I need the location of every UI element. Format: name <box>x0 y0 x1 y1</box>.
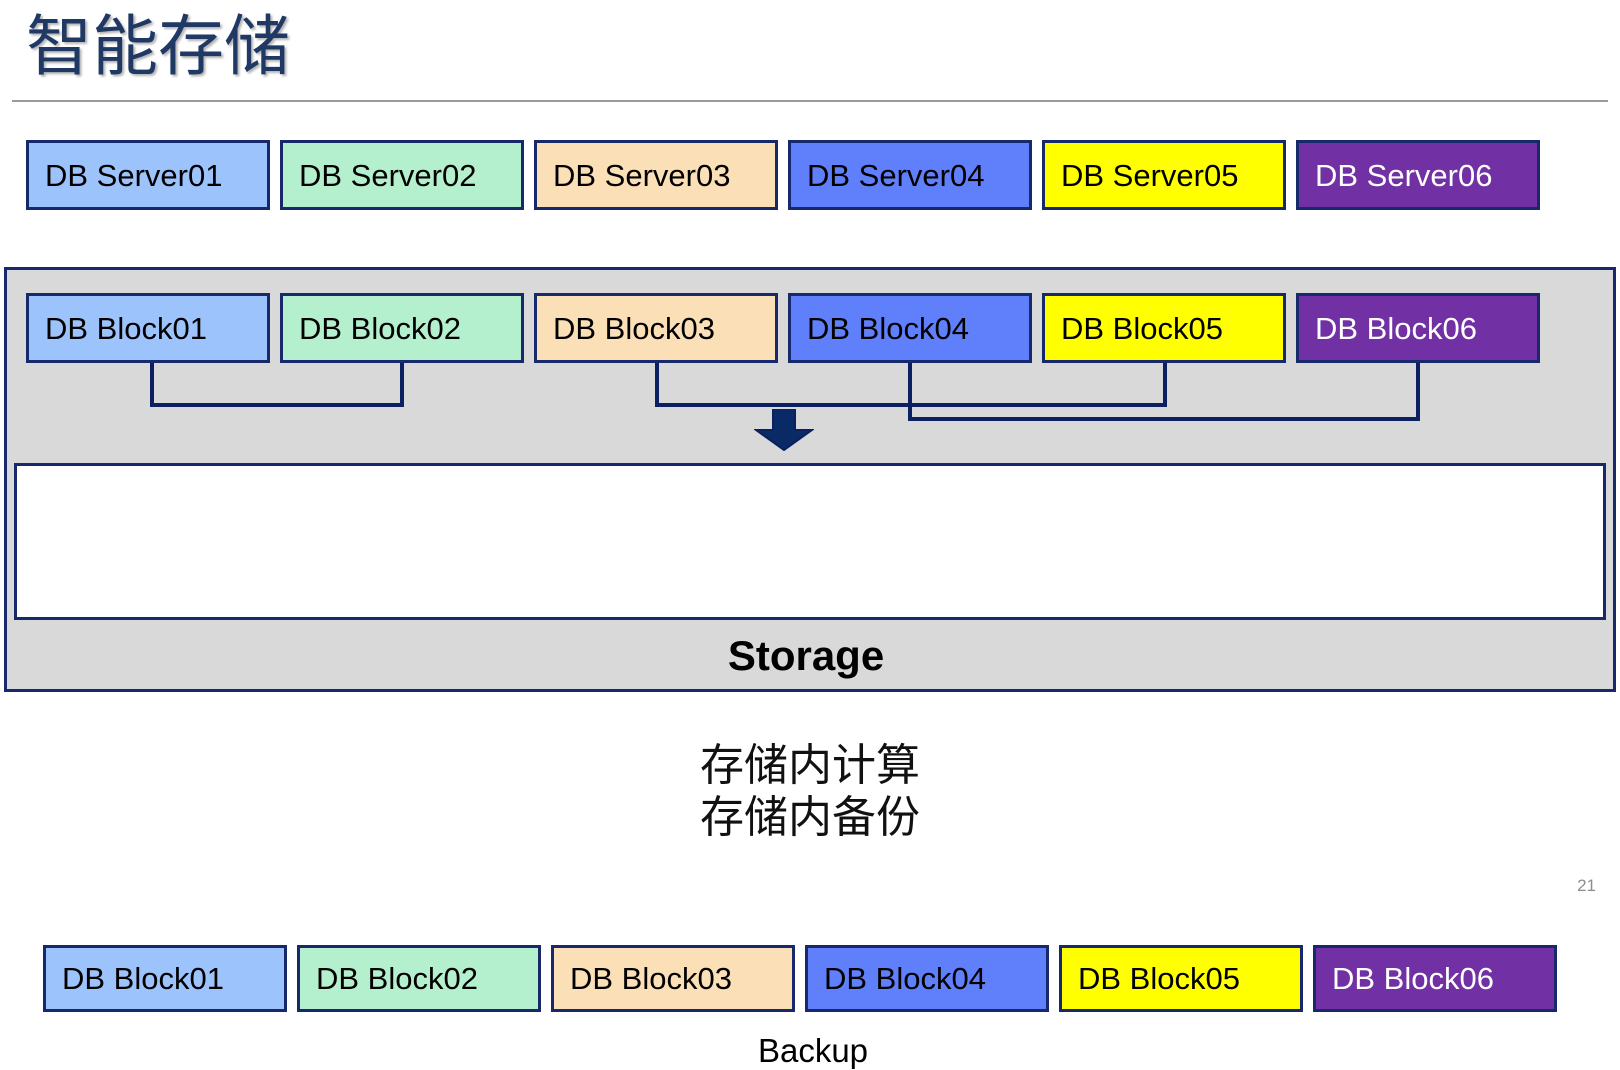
db-block-primary-04[interactable]: DB Block04 <box>788 293 1032 363</box>
backup-container: DB Block01 DB Block02 DB Block03 DB Bloc… <box>14 463 1606 1069</box>
connector-block04-block06-horizontal <box>908 417 1420 421</box>
db-block-primary-06[interactable]: DB Block06 <box>1296 293 1540 363</box>
db-block-primary-02-label: DB Block02 <box>299 310 461 346</box>
db-block-backup-03-label: DB Block03 <box>570 961 732 996</box>
page-title: 智能存储 <box>26 9 290 83</box>
db-server-05-label: DB Server05 <box>1061 157 1239 193</box>
caption-line-1: 存储内计算 <box>700 741 920 790</box>
caption-line-2: 存储内备份 <box>700 793 920 842</box>
db-block-primary-01[interactable]: DB Block01 <box>26 293 270 363</box>
db-block-primary-03-label: DB Block03 <box>553 310 715 346</box>
page-number: 21 <box>1577 876 1596 895</box>
connector-block06-vertical <box>1416 363 1420 421</box>
db-server-06-label: DB Server06 <box>1315 157 1493 193</box>
db-block-backup-01[interactable]: DB Block01 <box>43 945 287 1012</box>
db-block-primary-01-label: DB Block01 <box>45 310 207 346</box>
db-server-05[interactable]: DB Server05 <box>1042 140 1286 210</box>
connector-block05-vertical <box>1163 363 1167 407</box>
db-server-03[interactable]: DB Server03 <box>534 140 778 210</box>
db-block-primary-05[interactable]: DB Block05 <box>1042 293 1286 363</box>
db-server-03-label: DB Server03 <box>553 157 731 193</box>
db-server-06[interactable]: DB Server06 <box>1296 140 1540 210</box>
db-server-01-label: DB Server01 <box>45 157 223 193</box>
db-server-02[interactable]: DB Server02 <box>280 140 524 210</box>
db-block-primary-04-label: DB Block04 <box>807 310 969 346</box>
db-block-backup-02[interactable]: DB Block02 <box>297 945 541 1012</box>
db-server-02-label: DB Server02 <box>299 157 477 193</box>
db-block-backup-06-label: DB Block06 <box>1332 961 1494 996</box>
connector-block01-block02-horizontal <box>150 403 404 407</box>
connector-block03-vertical <box>655 363 659 407</box>
storage-label: Storage <box>727 632 885 679</box>
db-block-backup-04[interactable]: DB Block04 <box>805 945 1049 1012</box>
db-block-backup-06[interactable]: DB Block06 <box>1313 945 1557 1012</box>
slide-caption: 存储内计算 存储内备份 <box>0 740 1620 844</box>
backup-label: Backup <box>757 1032 869 1069</box>
db-block-backup-05[interactable]: DB Block05 <box>1059 945 1303 1012</box>
db-block-backup-01-label: DB Block01 <box>62 961 224 996</box>
db-block-backup-02-label: DB Block02 <box>316 961 478 996</box>
db-server-01[interactable]: DB Server01 <box>26 140 270 210</box>
connector-block01-vertical <box>150 363 154 407</box>
db-server-04-label: DB Server04 <box>807 157 985 193</box>
db-block-backup-03[interactable]: DB Block03 <box>551 945 795 1012</box>
db-block-primary-02[interactable]: DB Block02 <box>280 293 524 363</box>
db-block-backup-04-label: DB Block04 <box>824 961 986 996</box>
arrow-down-icon <box>752 408 816 452</box>
db-block-backup-05-label: DB Block05 <box>1078 961 1240 996</box>
connector-block04-vertical <box>908 363 912 421</box>
db-block-primary-03[interactable]: DB Block03 <box>534 293 778 363</box>
db-server-04[interactable]: DB Server04 <box>788 140 1032 210</box>
db-block-primary-06-label: DB Block06 <box>1315 310 1477 346</box>
title-divider <box>12 100 1608 102</box>
connector-block02-vertical <box>400 363 404 407</box>
db-block-primary-05-label: DB Block05 <box>1061 310 1223 346</box>
